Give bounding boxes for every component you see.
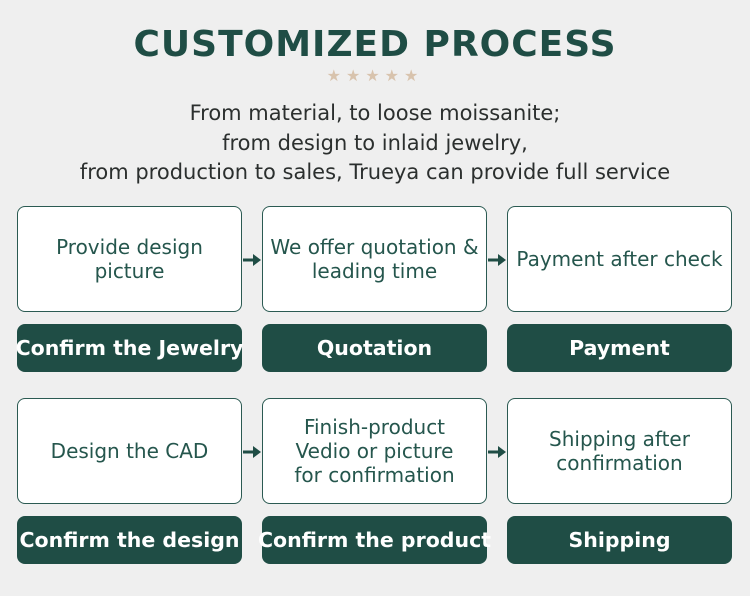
page-title: CUSTOMIZED PROCESS (133, 24, 617, 65)
step-box-text: Provide design picture (56, 235, 203, 283)
step-box-quotation: We offer quotation & leading time (262, 206, 487, 312)
arrow-right-icon (488, 446, 506, 458)
step-label-confirm-design: Confirm the design (17, 516, 242, 564)
step-box-design-cad: Design the CAD (17, 398, 242, 504)
arrow-right-icon (488, 254, 506, 266)
step-box-shipping: Shipping after confirmation (507, 398, 732, 504)
subtitle: From material, to loose moissanite; from… (0, 99, 750, 188)
step-label-quotation: Quotation (262, 324, 487, 372)
subtitle-line: From material, to loose moissanite; (189, 101, 561, 125)
step-box-finish-product: Finish-product Vedio or picture for conf… (262, 398, 487, 504)
subtitle-line: from design to inlaid jewelry, (222, 130, 528, 155)
step-box-text: Payment after check (516, 247, 723, 271)
stars-decoration: ★★★★★ (326, 66, 424, 85)
step-box-provide-design: Provide design picture (17, 206, 242, 312)
step-label-confirm-jewelry: Confirm the Jewelry (16, 324, 243, 372)
step-box-text: Finish-product Vedio or picture for conf… (294, 415, 455, 487)
arrow-right-icon (243, 446, 261, 458)
step-box-text: Shipping after confirmation (549, 427, 690, 475)
step-label-payment: Payment (507, 324, 732, 372)
step-box-text: Design the CAD (50, 439, 209, 463)
arrow-right-icon (243, 254, 261, 266)
step-label-confirm-product: Confirm the product (258, 516, 491, 564)
step-box-payment: Payment after check (507, 206, 732, 312)
step-box-text: We offer quotation & leading time (270, 235, 479, 283)
step-label-shipping: Shipping (507, 516, 732, 564)
subtitle-line: from production to sales, Trueya can pro… (79, 160, 671, 184)
